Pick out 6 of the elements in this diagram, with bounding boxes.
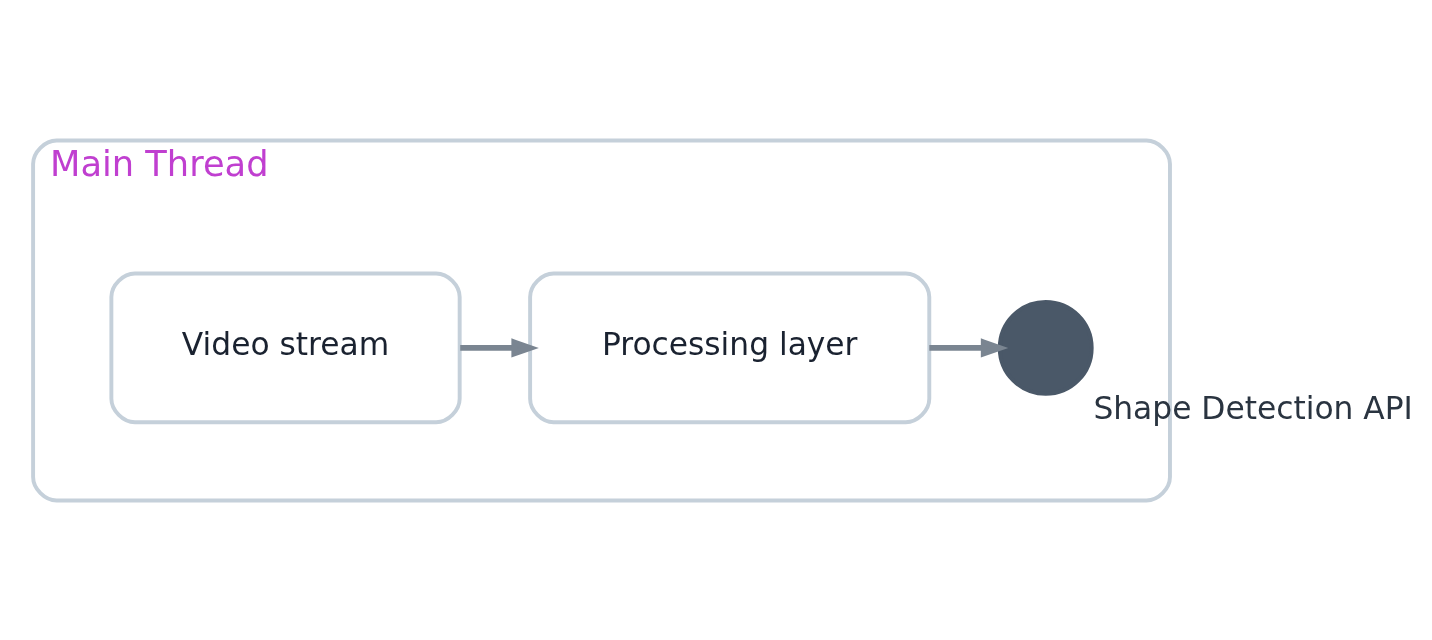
node-box: Processing layer <box>528 271 932 424</box>
arrow <box>460 337 539 357</box>
node-box: Video stream <box>109 271 462 424</box>
node-label: Shape Detection API <box>1093 389 1413 426</box>
node-circle <box>997 299 1094 396</box>
arrow <box>929 337 1009 357</box>
